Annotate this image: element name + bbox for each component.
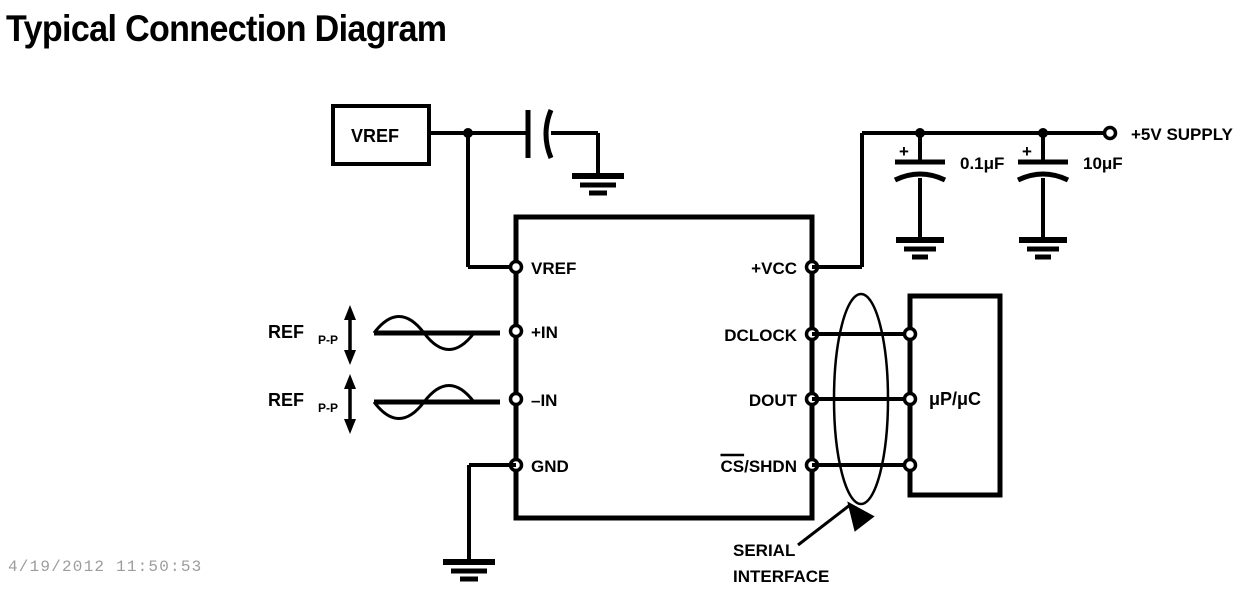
waveform-bottom-sine (372, 384, 500, 420)
adc-pin-vref: VREF (508, 259, 576, 278)
adc-ic-block (513, 214, 815, 521)
vref-junction-dot (463, 128, 473, 138)
adc-pin-label-vref: VREF (531, 259, 576, 278)
supply-cap-1-ground-symbol (896, 237, 944, 260)
supply-label: +5V SUPPLY (1131, 125, 1234, 144)
vref-net-wires (429, 128, 528, 269)
waveform-bottom-subscript: P-P (318, 401, 338, 415)
vref-source-label: VREF (351, 126, 399, 146)
microcontroller-block: μP/μC (902, 293, 1003, 498)
supply-cap-2-ground-symbol (1019, 237, 1067, 260)
serial-bus-wires (812, 332, 910, 467)
adc-pin-label-gnd: GND (531, 457, 569, 476)
adc-pin-label-cs-shdn: CS/SHDN (720, 457, 797, 476)
page-title: Typical Connection Diagram (6, 8, 447, 49)
waveform-top-subscript: P-P (318, 333, 338, 347)
waveform-top-group: REF P-P (268, 305, 500, 365)
adc-pin-label-dout: DOUT (749, 391, 798, 410)
supply-capacitor-10uF: + 10μF (1016, 128, 1123, 260)
adc-pin-plus-in: +IN (508, 323, 558, 342)
vcc-net-wires (812, 131, 1105, 269)
pin-terminal-circle (508, 391, 524, 407)
vref-capacitor (525, 109, 600, 176)
supply-cap-1-value: 0.1μF (960, 154, 1004, 173)
waveform-bottom-amplitude-arrow (344, 374, 356, 434)
waveform-bottom-label: REF (268, 390, 304, 410)
waveform-top-sine (372, 315, 500, 351)
microcontroller-label: μP/μC (929, 389, 981, 409)
serial-interface-arrow (797, 501, 875, 547)
adc-pin-label-minus-in: –IN (531, 391, 557, 410)
serial-interface-callout: SERIAL INTERFACE (733, 501, 875, 586)
mcu-pin-dclock (902, 326, 918, 342)
supply-cap-2-polarity: + (1022, 142, 1032, 161)
adc-pin-cs-shdn: CS/SHDN (720, 453, 820, 476)
adc-pin-label-vcc: +VCC (751, 259, 797, 278)
microcontroller-box (907, 293, 1003, 498)
serial-interface-label-line1: SERIAL (733, 541, 795, 560)
vref-source-block: VREF (331, 104, 431, 166)
cs-overline-text: CS (720, 457, 744, 476)
capture-timestamp: 4/19/2012 11:50:53 (8, 558, 203, 576)
waveform-top-amplitude-arrow (344, 305, 356, 365)
serial-interface-label-line2: INTERFACE (733, 567, 829, 586)
adc-ground-symbol (443, 559, 495, 582)
mcu-pin-cs (902, 457, 918, 473)
shdn-text: /SHDN (744, 457, 797, 476)
mcu-pin-dout (902, 391, 918, 407)
supply-cap-1-polarity: + (899, 142, 909, 161)
vref-source-box (331, 104, 431, 166)
waveform-top-label: REF (268, 322, 304, 342)
gnd-net-wires (467, 463, 516, 562)
adc-pin-minus-in: –IN (508, 391, 557, 410)
supply-cap-2-value: 10μF (1083, 154, 1123, 173)
vref-ground-symbol (572, 173, 624, 196)
supply-terminal-circle (1102, 125, 1118, 141)
waveform-bottom-group: REF P-P (268, 374, 500, 434)
pin-terminal-circle (508, 259, 524, 275)
adc-pin-label-dclock: DCLOCK (724, 326, 797, 345)
adc-pin-label-plus-in: +IN (531, 323, 558, 342)
supply-terminal: +5V SUPPLY (1102, 125, 1234, 144)
pin-terminal-circle (508, 323, 524, 339)
supply-capacitor-0p1uF: + 0.1μF (893, 128, 1004, 260)
adc-ic-box (513, 214, 815, 521)
